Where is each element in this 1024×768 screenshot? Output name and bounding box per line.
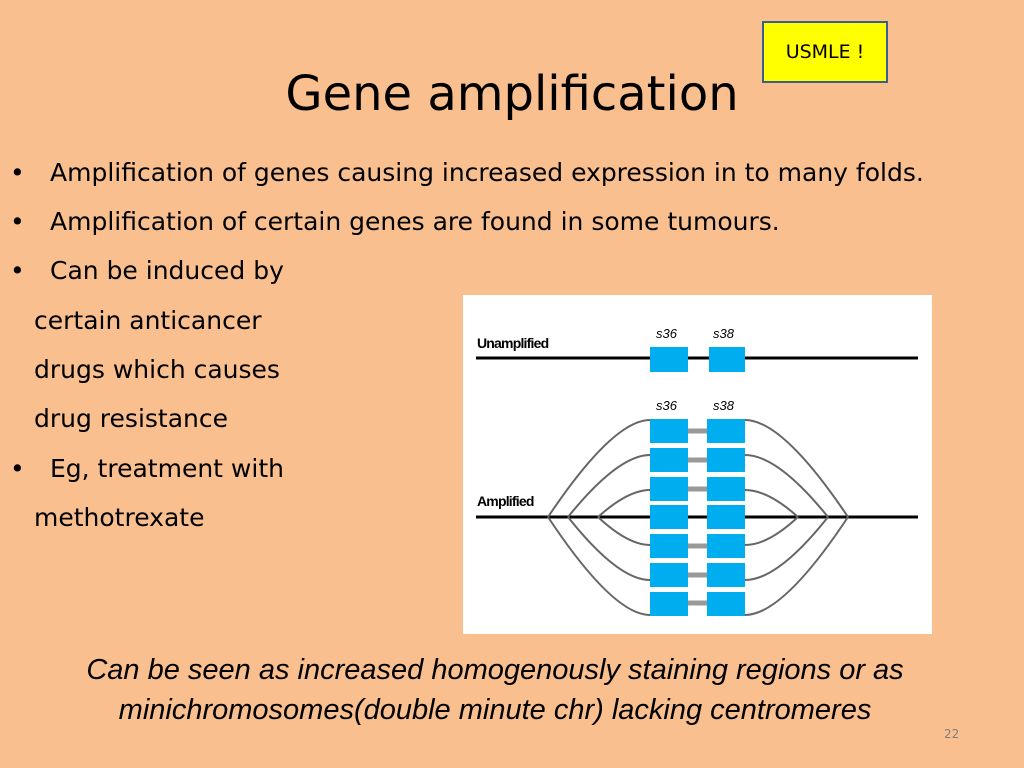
loop-left-outer-top xyxy=(547,419,651,518)
amplified-gene-box-s38 xyxy=(707,505,745,529)
loop-left-middle-top xyxy=(567,454,651,518)
slide-title: Gene amplification xyxy=(285,66,739,122)
footer-note: Can be seen as increased homogenously st… xyxy=(86,654,904,726)
figure-svg: Unamplified s36 s38 s36 s38 Amplified xyxy=(476,326,918,616)
loop-left-inner-bottom xyxy=(597,516,651,546)
bullet-icon: • xyxy=(10,454,25,483)
loop-right-inner-top xyxy=(744,489,799,518)
loop-right-inner-bottom xyxy=(744,516,799,546)
amplified-gene-box-s36 xyxy=(650,419,688,443)
amplified-gene-box-s38 xyxy=(707,534,745,558)
bullet-text: drugs which causes xyxy=(34,355,280,384)
page-number: 22 xyxy=(944,727,960,741)
bullet-text: Amplification of certain genes are found… xyxy=(50,207,780,236)
loop-left-inner-top xyxy=(597,489,651,518)
amplified-gene-box-s36 xyxy=(650,505,688,529)
amplified-gene-box-s38 xyxy=(707,477,745,501)
loop-right-outer-bottom xyxy=(744,516,849,616)
amplified-label: Amplified xyxy=(477,493,534,509)
amplified-gene-box-s36 xyxy=(650,592,688,616)
loop-left-middle-bottom xyxy=(567,516,651,581)
bullet-text: drug resistance xyxy=(34,404,229,433)
amplified-gene-box-s36 xyxy=(650,477,688,501)
loop-right-middle-bottom xyxy=(744,516,829,581)
bullet-text: Eg, treatment with xyxy=(50,454,284,483)
bullet-icon: • xyxy=(10,158,25,187)
gene-box-s36 xyxy=(650,347,688,372)
bullet-text: methotrexate xyxy=(34,503,205,532)
bullet-icon: • xyxy=(10,256,25,285)
bullet-text: Can be induced by xyxy=(50,256,284,285)
loop-right-outer-top xyxy=(744,419,849,518)
gene-amplification-figure: Unamplified s36 s38 s36 s38 Amplified xyxy=(463,295,932,634)
amplified-gene-box-s36 xyxy=(650,448,688,472)
gene-label-s36-bottom: s36 xyxy=(656,398,678,413)
amplified-gene-box-s38 xyxy=(707,563,745,587)
bullet-text: certain anticancer xyxy=(34,306,262,335)
gene-label-s38-top: s38 xyxy=(713,326,735,341)
usmle-badge: USMLE ! xyxy=(762,21,888,83)
bullet-text: Amplification of genes causing increased… xyxy=(50,158,924,187)
gene-label-s38-bottom: s38 xyxy=(713,398,735,413)
gene-box-s38 xyxy=(709,347,745,372)
loop-right-middle-top xyxy=(744,454,829,518)
amplified-gene-box-s38 xyxy=(707,448,745,472)
bullet-icon: • xyxy=(10,207,25,236)
unamplified-label: Unamplified xyxy=(477,335,549,351)
gene-label-s36-top: s36 xyxy=(656,326,678,341)
amplified-gene-box-s38 xyxy=(707,592,745,616)
amplified-gene-box-s36 xyxy=(650,563,688,587)
amplified-gene-box-s36 xyxy=(650,534,688,558)
loop-left-outer-bottom xyxy=(547,516,651,616)
amplified-gene-box-s38 xyxy=(707,419,745,443)
